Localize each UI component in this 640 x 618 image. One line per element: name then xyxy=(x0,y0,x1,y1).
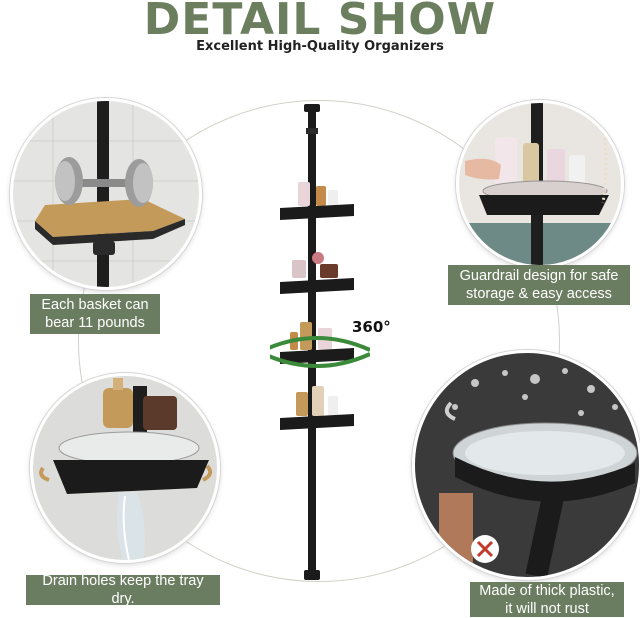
guardrail-illustration xyxy=(459,103,621,265)
drain-holes-illustration xyxy=(33,376,217,560)
page-subtitle: Excellent High-Quality Organizers xyxy=(196,39,444,54)
detail-circle-load-capacity xyxy=(10,98,202,290)
dumbbell-shelf-illustration xyxy=(13,101,199,287)
rotation-label: 360° xyxy=(352,318,391,336)
callout-guardrail: Guardrail design for safe storage & easy… xyxy=(448,265,630,305)
detail-circle-guardrail xyxy=(456,100,624,268)
callout-rustproof: Made of thick plastic, it will not rust xyxy=(470,582,624,617)
product-corner-shelf xyxy=(263,100,371,585)
connector-ring xyxy=(78,100,560,582)
detail-circle-drain-holes xyxy=(30,373,220,563)
callout-load-capacity: Each basket can bear 11 pounds xyxy=(30,294,160,334)
detail-circle-rustproof xyxy=(412,350,640,580)
corner-shelf-illustration xyxy=(263,104,371,580)
rustproof-illustration xyxy=(415,353,639,577)
page-title: DETAIL SHOW xyxy=(143,0,497,45)
callout-drain-holes: Drain holes keep the tray dry. xyxy=(26,573,220,607)
